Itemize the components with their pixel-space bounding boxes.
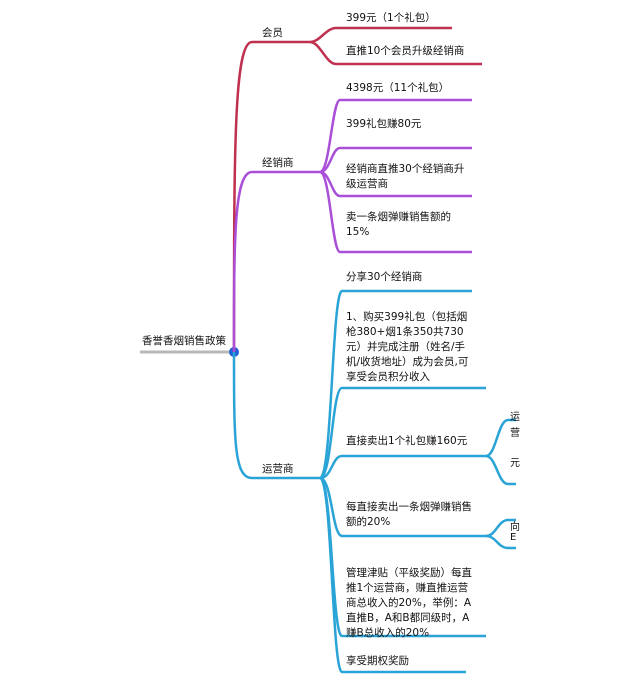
dealer-item-upgrade: 经销商直推30个经销商升级运营商 [346,163,465,190]
cutoff-char-2: 营 [510,428,520,439]
edge-root-to-operator [232,351,320,480]
cutoff-char-5: E [510,532,517,543]
operator-item-management: 管理津贴（平级奖励）每直推1个运营商，赚直推运营商总收入的20%，举例：A直推B… [346,567,472,639]
member-item-upgrade: 直推10个会员升级经销商 [346,45,465,57]
branch-label-operator: 运营商 [262,463,294,475]
root-title: 香誉香烟销售政策 [142,335,226,347]
operator-item-options: 享受期权奖励 [346,655,409,667]
cutoff-char-1: 运 [510,412,520,423]
operator-item-purchase: 1、购买399礼包（包括烟枪380+烟1条350共730元）并完成注册（姓名/手… [346,311,469,383]
edge-root-to-member [232,40,310,353]
member-item-price: 399元（1个礼包） [346,12,436,24]
dealer-item-commission: 卖一条烟弹赚销售额的15% [346,211,451,238]
edge-root-to-dealer [232,170,320,353]
operator-item-share: 分享30个经销商 [346,271,423,283]
operator-item-cartridge: 每直接卖出一条烟弹赚销售额的20% [346,501,472,528]
operator-item-pack-profit: 直接卖出1个礼包赚160元 [346,435,468,447]
branch-label-dealer: 经销商 [262,157,294,169]
dealer-item-price: 4398元（11个礼包） [346,82,450,94]
dealer-item-profit: 399礼包赚80元 [346,118,422,130]
cutoff-char-3: 元 [510,458,520,469]
branch-label-member: 会员 [262,27,283,39]
cutoff-char-4: 向 [510,522,520,533]
